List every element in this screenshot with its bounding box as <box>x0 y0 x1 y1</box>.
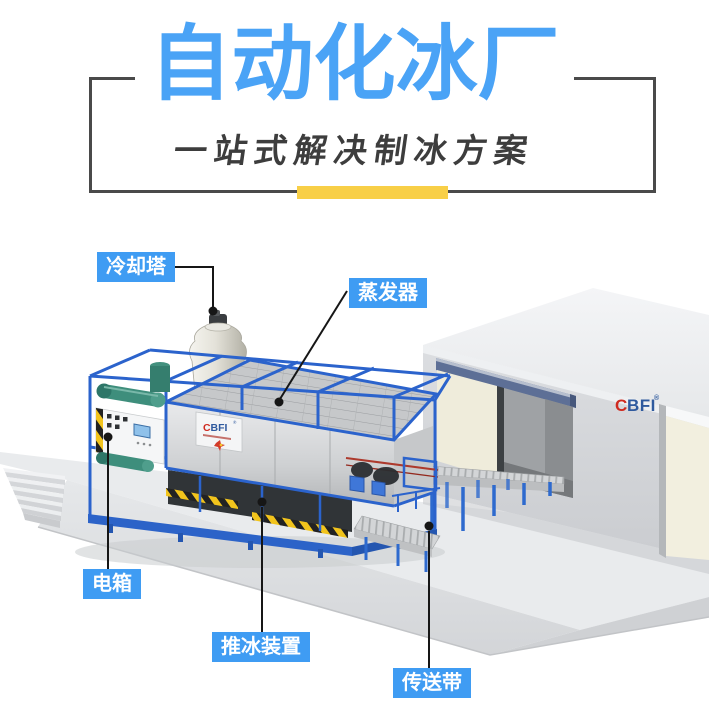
callout-dot-conveyor <box>424 521 434 531</box>
compressor-cap <box>96 383 112 399</box>
control-buttons <box>107 414 128 429</box>
sliding-door-panel <box>437 370 497 479</box>
logo-emblem-accent <box>219 443 223 447</box>
label-ice-pusher: 推冰装置 <box>212 632 310 662</box>
hazard-stripe-right <box>252 512 348 538</box>
right-end-machinery <box>345 456 441 512</box>
door-header-rail-endcap <box>570 394 576 408</box>
logo-subtext-line <box>203 434 231 440</box>
door-gap <box>497 386 504 481</box>
tower-rim <box>204 322 232 332</box>
callout-dot-electric-box <box>103 432 113 442</box>
label-evaporator: 蒸发器 <box>349 278 427 308</box>
compressor-highlight <box>103 386 159 397</box>
stair-riser <box>9 481 64 494</box>
machine-base-front-beam <box>88 514 352 556</box>
staircase <box>3 468 65 528</box>
callout-dot-ice-pusher <box>257 497 267 507</box>
control-screen <box>133 423 151 439</box>
slide-table-side <box>354 529 432 557</box>
machine-shadow <box>75 536 445 568</box>
building-logo-rest: BFI <box>627 396 656 415</box>
motor <box>351 462 373 478</box>
roof-eave-band <box>423 345 709 426</box>
platform-front-left-face <box>38 480 580 655</box>
label-conveyor-belt: 传送带 <box>393 668 471 698</box>
compressor-cylinder-bottom <box>102 452 148 472</box>
compressor-cap <box>96 452 108 464</box>
hazard-stripe-left <box>166 488 238 509</box>
motor <box>373 467 399 485</box>
pump <box>349 475 365 493</box>
railing <box>391 487 441 512</box>
stair-tread <box>3 468 65 480</box>
building-logo-registered: ® <box>654 394 660 402</box>
machine-logo-first: C <box>203 422 211 434</box>
doorway-inner-wall <box>545 399 573 498</box>
stair-tread <box>7 477 64 489</box>
accent-bar <box>297 186 448 199</box>
left-module <box>95 362 170 472</box>
stair-tread <box>15 495 62 507</box>
door-header-rail-highlight <box>436 358 576 399</box>
control-box-hazard-stripe <box>96 408 103 454</box>
callout-dot-cooling-tower <box>208 306 218 316</box>
slide-table <box>353 515 441 572</box>
building-roof <box>423 288 709 418</box>
label-electric-box: 电箱 <box>83 569 141 599</box>
stair-riser <box>13 490 63 503</box>
green-tank-body <box>150 366 170 392</box>
callout-line-cooling-tower <box>172 266 214 307</box>
stair-riser <box>5 472 65 485</box>
stair-base <box>23 513 60 528</box>
logo-plate <box>195 411 243 453</box>
stair-tread <box>19 504 61 516</box>
stair-riser <box>21 508 61 521</box>
logo-emblem <box>214 440 225 451</box>
machine-logo-plate: C BFI ® <box>195 411 243 453</box>
platform-bottom-edge <box>37 526 709 656</box>
pump <box>371 480 386 497</box>
page-title: 自动化冰厂 <box>0 19 709 110</box>
label-cooling-tower: 冷却塔 <box>97 252 175 282</box>
callout-line-evaporator <box>279 290 348 400</box>
callout-dots <box>103 306 434 531</box>
red-pipe <box>345 457 439 471</box>
pipe-loop-frame <box>402 456 438 492</box>
stair-riser <box>17 499 62 512</box>
stair-tread <box>11 486 63 498</box>
control-indicators <box>136 441 152 447</box>
conveyor-legs <box>430 479 552 541</box>
machine-logo-rest: BFI <box>211 422 228 434</box>
building-logo-first: C <box>615 396 627 415</box>
callout-dot-evaporator <box>274 397 284 407</box>
slide-table-legs <box>364 537 428 572</box>
panel-white-trim <box>666 406 709 428</box>
compressor-cap <box>142 460 154 472</box>
ice-machine: C BFI ® <box>88 348 452 558</box>
insulated-panel <box>666 416 709 560</box>
platform-front-right-face <box>490 597 709 655</box>
building-corner-strip <box>659 404 666 558</box>
page-title-text: 自动化冰厂 <box>135 19 574 110</box>
callout-markers <box>107 266 430 668</box>
machine-logo-registered: ® <box>233 419 237 425</box>
building-logo: C BFI ® <box>615 394 660 415</box>
